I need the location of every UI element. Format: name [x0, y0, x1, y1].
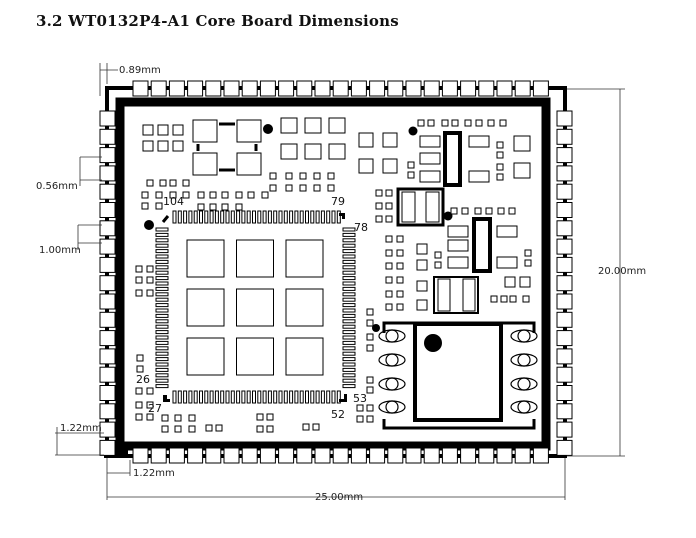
pin1-dot — [144, 220, 154, 230]
svg-text:0.56mm: 0.56mm — [36, 181, 78, 192]
passive-components — [135, 119, 532, 433]
svg-text:25.00mm: 25.00mm — [315, 492, 363, 503]
dimension-labels: 0.89mm 0.56mm 1.00mm 1.22mm 1.22mm 20.00… — [36, 65, 646, 503]
svg-text:26: 26 — [136, 373, 150, 386]
svg-text:1.22mm: 1.22mm — [133, 468, 175, 479]
svg-text:53: 53 — [353, 392, 367, 405]
svg-text:1.00mm: 1.00mm — [39, 245, 81, 256]
shield-module — [378, 321, 538, 430]
dimension-lines — [55, 63, 625, 500]
watermark — [150, 508, 260, 528]
svg-text:79: 79 — [331, 195, 345, 208]
component-cluster-top-left — [142, 117, 346, 176]
svg-text:52: 52 — [331, 408, 345, 421]
polarity-dot — [263, 124, 273, 134]
pin-labels: 104 79 78 26 27 52 53 — [136, 195, 368, 421]
svg-text:20.00mm: 20.00mm — [598, 266, 646, 277]
board-drawing: 104 79 78 26 27 52 53 — [36, 63, 646, 503]
component-cluster-top-right — [358, 131, 531, 314]
svg-text:27: 27 — [148, 402, 162, 415]
polarity-dot — [408, 126, 418, 136]
main-soc-chip — [155, 210, 356, 404]
svg-text:0.89mm: 0.89mm — [119, 65, 161, 76]
svg-text:78: 78 — [354, 221, 368, 234]
edge-pads — [99, 80, 573, 464]
section-heading: 3.2 WT0132P4-A1 Core Board Dimensions — [36, 12, 399, 30]
svg-text:104: 104 — [163, 195, 184, 208]
svg-text:1.22mm: 1.22mm — [60, 423, 102, 434]
polarity-dot — [372, 324, 380, 332]
polarity-dot — [443, 211, 453, 221]
module-dot — [424, 334, 442, 352]
